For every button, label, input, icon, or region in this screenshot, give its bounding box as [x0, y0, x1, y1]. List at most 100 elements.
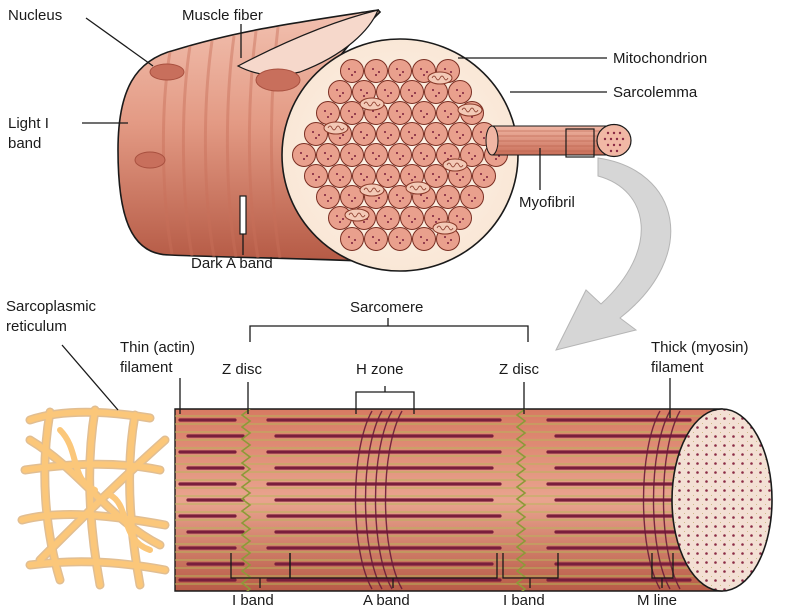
- myofibril-cross-section: [400, 206, 424, 230]
- filament-dot: [372, 68, 374, 70]
- filament-dot: [420, 68, 422, 70]
- filament-dot: [399, 242, 401, 244]
- filament-dot: [459, 179, 461, 181]
- myofibril-cross-section: [448, 80, 472, 104]
- filament-dot: [387, 179, 389, 181]
- myofibril-cross-section: [340, 59, 364, 83]
- filament-dot: [423, 116, 425, 118]
- filament-dot: [351, 74, 353, 76]
- mitochondrion-cristae: [409, 185, 427, 191]
- myofibril-cross-section: [448, 122, 472, 146]
- filament-dot: [480, 131, 482, 133]
- nucleus: [134, 151, 166, 169]
- filament-dot: [435, 221, 437, 223]
- label-nucleus: Nucleus: [8, 7, 62, 24]
- filament-dot: [432, 215, 434, 217]
- myofibril-cross-section: [292, 143, 316, 167]
- filament-dot: [327, 158, 329, 160]
- filament-dot: [471, 200, 473, 202]
- filament-dot: [360, 89, 362, 91]
- filament-dot: [306, 155, 308, 157]
- filament-dot: [471, 158, 473, 160]
- filament-dot: [411, 221, 413, 223]
- filament-dot: [366, 134, 368, 136]
- filament-dot: [378, 113, 380, 115]
- filament-dot: [390, 92, 392, 94]
- filament-dot: [462, 218, 464, 220]
- label-sarcoplasmic-reticulum-2: reticulum: [6, 318, 67, 335]
- filament-dot: [468, 152, 470, 154]
- filament-dot: [432, 89, 434, 91]
- filament-dot: [351, 158, 353, 160]
- myofibril-cross-section: [364, 143, 388, 167]
- filament-dot: [420, 152, 422, 154]
- nucleus: [149, 63, 185, 81]
- filament-dot: [327, 200, 329, 202]
- filament-dot: [426, 197, 428, 199]
- filament-dot: [456, 215, 458, 217]
- label-myofibril: Myofibril: [519, 194, 575, 211]
- filament-dot: [411, 137, 413, 139]
- label-dark-a-band: Dark A band: [191, 255, 273, 272]
- filament-dot: [456, 173, 458, 175]
- myofibril-cross-section: [328, 80, 352, 104]
- mitochondrion-cristae: [436, 225, 454, 231]
- filament-dot: [339, 137, 341, 139]
- filament-dot: [414, 134, 416, 136]
- mitochondrion-cristae: [431, 75, 449, 81]
- filament-dot: [402, 113, 404, 115]
- myofibril-end: [596, 123, 632, 158]
- myofibril-cross-section: [388, 227, 412, 251]
- filament-dot: [312, 173, 314, 175]
- myofibril-cross-section: [412, 227, 436, 251]
- filament-dot: [426, 239, 428, 241]
- filament-dot: [438, 218, 440, 220]
- myofibril-cross-section: [400, 122, 424, 146]
- filament-dot: [384, 173, 386, 175]
- filament-dot: [336, 89, 338, 91]
- filament-dot: [462, 176, 464, 178]
- filament-dot: [468, 194, 470, 196]
- myofibril-cross-section: [340, 101, 364, 125]
- filament-dot: [402, 197, 404, 199]
- label-thin-filament-1: Thin (actin): [120, 339, 195, 356]
- mitochondrion-cristae: [363, 187, 381, 193]
- mitochondrion-cristae: [348, 212, 366, 218]
- cross-section-mitochondria: [323, 71, 483, 235]
- filament-dot: [327, 116, 329, 118]
- myofibril-cross-section: [316, 185, 340, 209]
- sarcoplasmic-reticulum: [17, 405, 170, 590]
- filament-dot: [378, 71, 380, 73]
- label-i-band-right: I band: [503, 592, 545, 609]
- filament-dot: [384, 215, 386, 217]
- filament-dot: [432, 173, 434, 175]
- filament-dot: [462, 134, 464, 136]
- filament-dot: [483, 137, 485, 139]
- filament-dot: [438, 134, 440, 136]
- z-disc: [240, 409, 252, 591]
- filament-dot: [486, 176, 488, 178]
- label-h-zone: H zone: [356, 361, 404, 378]
- myofibril-cross-section: [388, 185, 412, 209]
- filament-dot: [480, 173, 482, 175]
- filament-dot: [414, 92, 416, 94]
- filament-dot: [450, 197, 452, 199]
- filament-dot: [426, 155, 428, 157]
- filament-dot: [408, 215, 410, 217]
- label-z-disc-left: Z disc: [222, 361, 263, 378]
- filament-dot: [396, 110, 398, 112]
- label-z-disc-right: Z disc: [499, 361, 540, 378]
- myofibril-cross-section: [424, 164, 448, 188]
- filament-dot: [336, 215, 338, 217]
- filament-dot: [384, 131, 386, 133]
- m-line-arcs: [354, 410, 681, 590]
- myofibril-cross-section: [460, 185, 484, 209]
- nucleus: [255, 68, 301, 92]
- filament-dot: [420, 236, 422, 238]
- filament-dot: [348, 152, 350, 154]
- myofibril-cross-section: [388, 101, 412, 125]
- filament-dot: [360, 131, 362, 133]
- filament-dot: [420, 194, 422, 196]
- label-thick-filament-1: Thick (myosin): [651, 339, 749, 356]
- filament-dot: [330, 113, 332, 115]
